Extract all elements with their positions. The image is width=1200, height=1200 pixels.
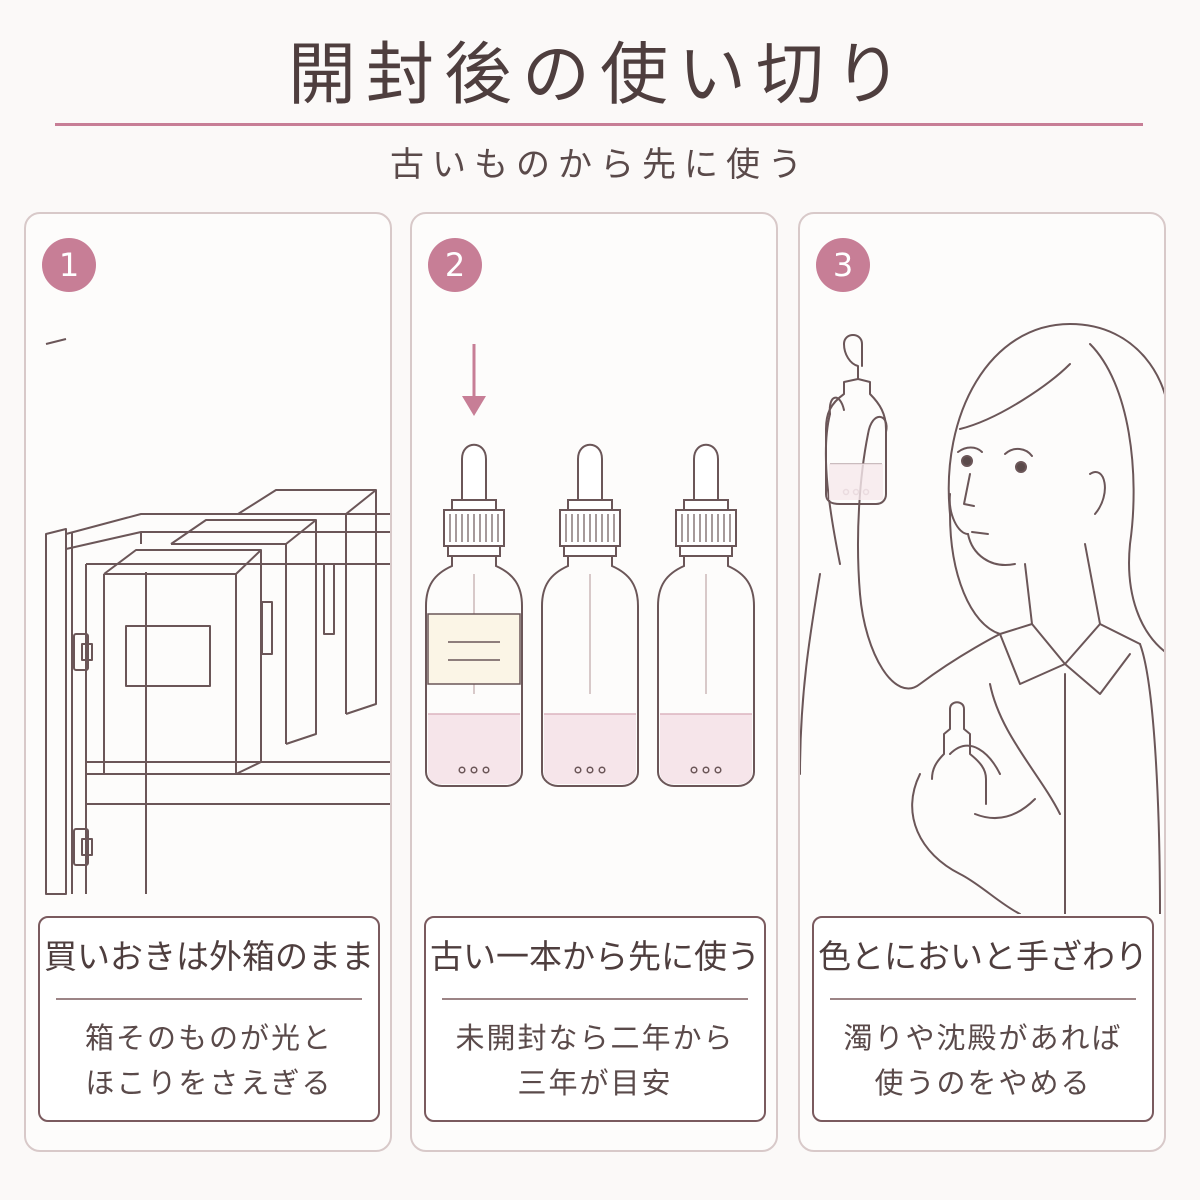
step-number-2: 2 (428, 238, 482, 292)
woman-checking-bottle-illustration (800, 323, 1164, 914)
caption-card-3: 色とにおいと手ざわり 濁りや沈殿があれば 使うのをやめる (812, 916, 1154, 1122)
caption-body-1-line-2: ほこりをさえぎる (85, 1066, 333, 1100)
caption-card-1: 買いおきは外箱のまま 箱そのものが光と ほこりをさえぎる (38, 916, 380, 1122)
caption-body-2: 未開封なら二年から 三年が目安 (426, 1016, 764, 1106)
caption-title-1: 買いおきは外箱のまま (44, 937, 374, 976)
dropper-bottle-2 (541, 443, 639, 787)
dropper-bottle-1 (425, 443, 523, 787)
caption-body-3-line-2: 使うのをやめる (874, 1066, 1092, 1100)
caption-body-1-line-1: 箱そのものが光と (84, 1021, 333, 1055)
caption-body-1: 箱そのものが光と ほこりをさえぎる (40, 1016, 378, 1106)
title-divider (55, 123, 1143, 126)
caption-body-3: 濁りや沈殿があれば 使うのをやめる (814, 1016, 1152, 1106)
caption-divider-1 (56, 998, 362, 1000)
page-subtitle: 古いものから先に使う (390, 145, 810, 185)
step-panel-1: 1 買いおきは外箱のまま 箱そのものが光と ほこりをさえぎる (24, 212, 392, 1152)
cabinet-illustration (45, 338, 390, 895)
step-number-1: 1 (42, 238, 96, 292)
page-title: 開封後の使い切り (287, 36, 912, 115)
step-number-3: 3 (816, 238, 870, 292)
bottles-illustration (425, 344, 755, 787)
caption-body-2-line-2: 三年が目安 (517, 1066, 673, 1100)
caption-body-3-line-1: 濁りや沈殿があれば (843, 1021, 1123, 1055)
step-panel-3: 3 色とにおいと手ざわり 濁りや沈殿があれば 使うのをやめる (798, 212, 1166, 1152)
caption-title-2: 古い一本から先に使う (430, 937, 760, 976)
caption-title-3: 色とにおいと手ざわり (818, 937, 1148, 976)
step-panel-2: 2 古い一本から先に使う 未開封なら二年から 三年が目安 (410, 212, 778, 1152)
arrow-down-icon (462, 344, 486, 416)
caption-divider-2 (442, 998, 748, 1000)
caption-divider-3 (830, 998, 1136, 1000)
caption-body-2-line-1: 未開封なら二年から (455, 1021, 735, 1055)
caption-card-2: 古い一本から先に使う 未開封なら二年から 三年が目安 (424, 916, 766, 1122)
dropper-bottle-3 (657, 443, 755, 787)
